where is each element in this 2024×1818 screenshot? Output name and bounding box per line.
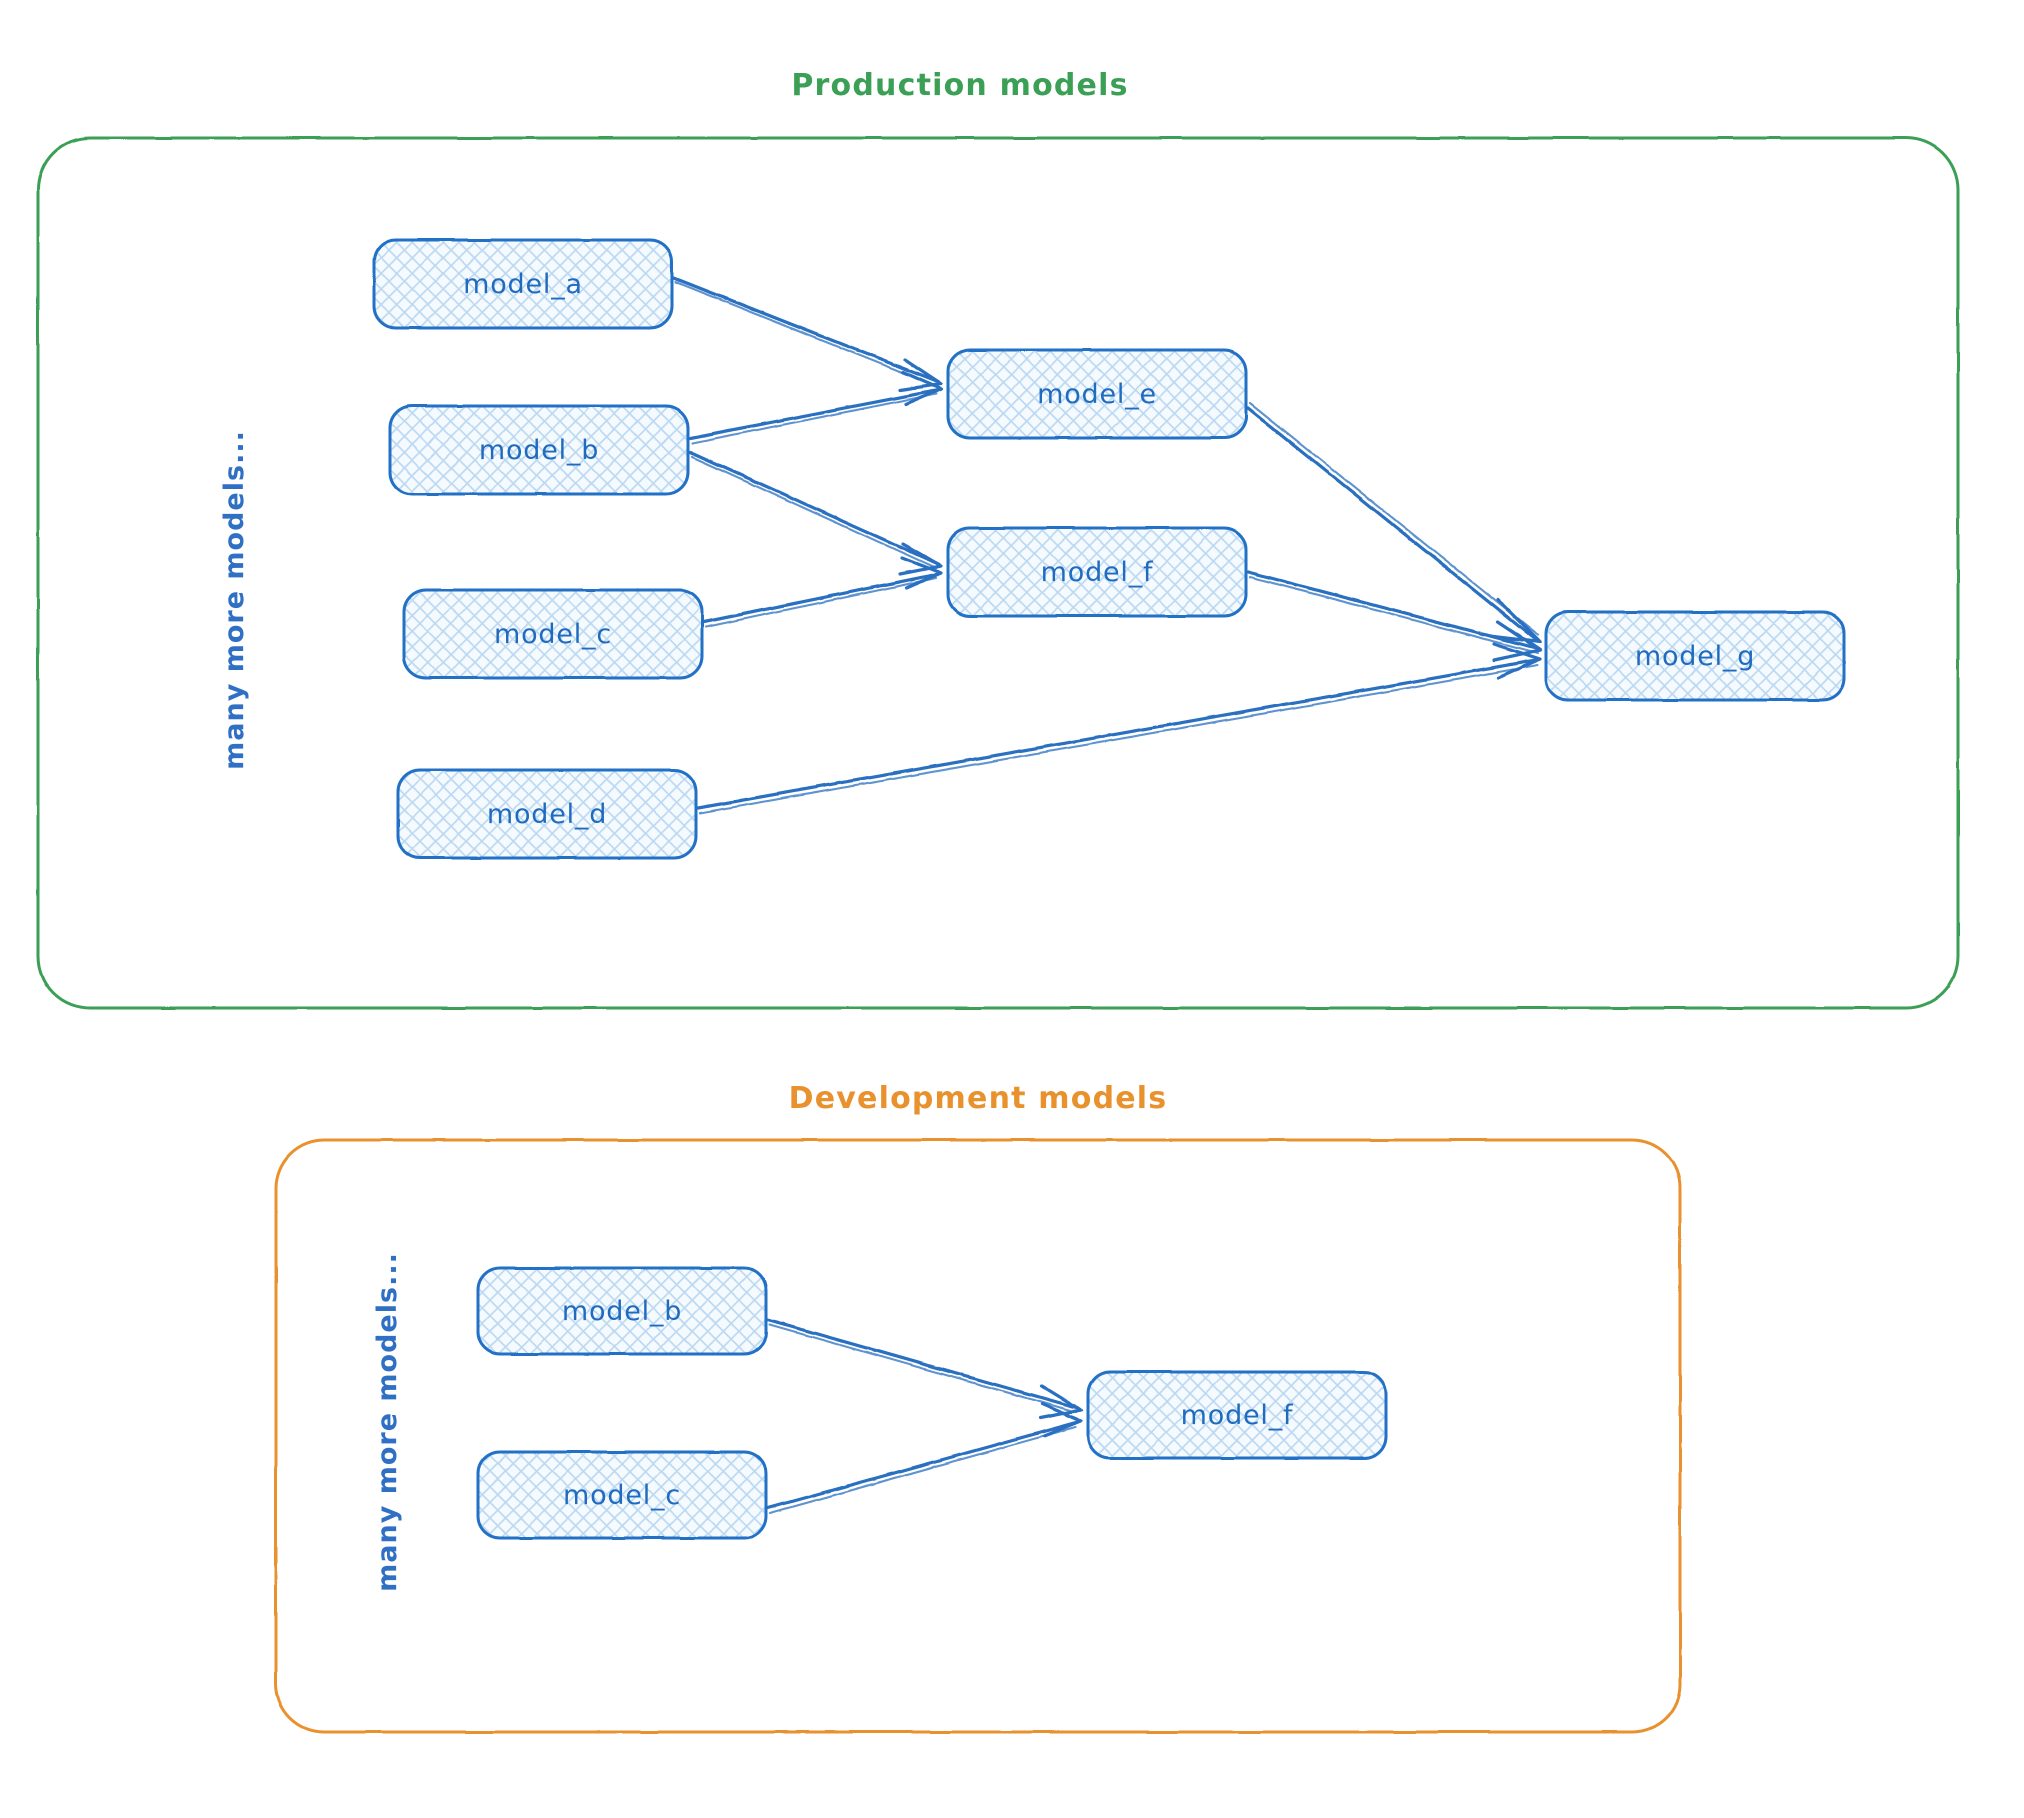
edge-dev_model_b-to-dev_model_f — [766, 1318, 1083, 1420]
node-model_d[interactable]: model_d — [396, 768, 698, 860]
node-model_a[interactable]: model_a — [372, 238, 674, 330]
node-model_g-shape[interactable] — [1544, 610, 1846, 702]
edge-model_a-to-model_e — [672, 276, 943, 392]
node-model_e-shape[interactable] — [946, 348, 1248, 440]
node-model_c-shape[interactable] — [402, 588, 704, 680]
node-dev-model_f-shape[interactable] — [1086, 1370, 1388, 1460]
node-model_d-shape[interactable] — [396, 768, 698, 860]
production-edges — [672, 276, 1542, 815]
node-dev-model_c[interactable]: model_c — [476, 1450, 768, 1540]
node-model_f[interactable]: model_f — [946, 526, 1248, 618]
edge-dev_model_c-to-dev_model_f — [766, 1402, 1083, 1515]
node-dev-model_b-shape[interactable] — [476, 1266, 768, 1356]
node-dev-model_b[interactable]: model_b — [476, 1266, 768, 1356]
node-model_c[interactable]: model_c — [402, 588, 704, 680]
node-model_b-shape[interactable] — [388, 404, 690, 496]
production-group-box — [36, 136, 1960, 1010]
node-model_f-shape[interactable] — [946, 526, 1248, 618]
node-model_e[interactable]: model_e — [946, 348, 1248, 440]
node-model_a-label: model_a — [463, 269, 583, 300]
production-group-title: Production models — [791, 68, 1128, 103]
edge-model_c-to-model_f — [702, 556, 943, 629]
node-model_c-label: model_c — [494, 619, 612, 650]
group-development: Development models many more models... — [274, 1081, 1682, 1734]
edge-model_b-to-model_e — [688, 370, 943, 445]
development-nodes: model_b model_c model_f — [476, 1266, 1388, 1540]
edge-model_e-to-model_g — [1246, 401, 1542, 644]
edge-model_b-to-model_f — [688, 450, 943, 576]
node-dev-model_b-label: model_b — [562, 1296, 682, 1327]
group-production: Production models many more models... — [36, 68, 1960, 1010]
node-model_d-label: model_d — [487, 799, 607, 830]
production-side-label: many more models... — [219, 430, 250, 770]
node-model_b-label: model_b — [479, 435, 599, 466]
node-model_a-shape[interactable] — [372, 238, 674, 330]
node-dev-model_c-label: model_c — [563, 1480, 681, 1511]
node-model_g[interactable]: model_g — [1544, 610, 1846, 702]
development-group-box — [274, 1138, 1682, 1734]
development-edges — [766, 1318, 1083, 1515]
node-dev-model_f[interactable]: model_f — [1086, 1370, 1388, 1460]
node-dev-model_f-label: model_f — [1181, 1400, 1294, 1431]
edge-model_f-to-model_g — [1246, 570, 1542, 662]
development-side-label: many more models... — [372, 1252, 403, 1592]
node-model_f-label: model_f — [1041, 557, 1154, 588]
node-model_g-label: model_g — [1635, 641, 1755, 672]
node-model_b[interactable]: model_b — [388, 404, 690, 496]
production-nodes: model_a model_b model_c model_d model_e — [372, 238, 1846, 860]
development-group-title: Development models — [789, 1081, 1168, 1116]
node-model_e-label: model_e — [1037, 379, 1157, 410]
node-dev-model_c-shape[interactable] — [476, 1450, 768, 1540]
edge-model_d-to-model_g — [696, 642, 1542, 815]
